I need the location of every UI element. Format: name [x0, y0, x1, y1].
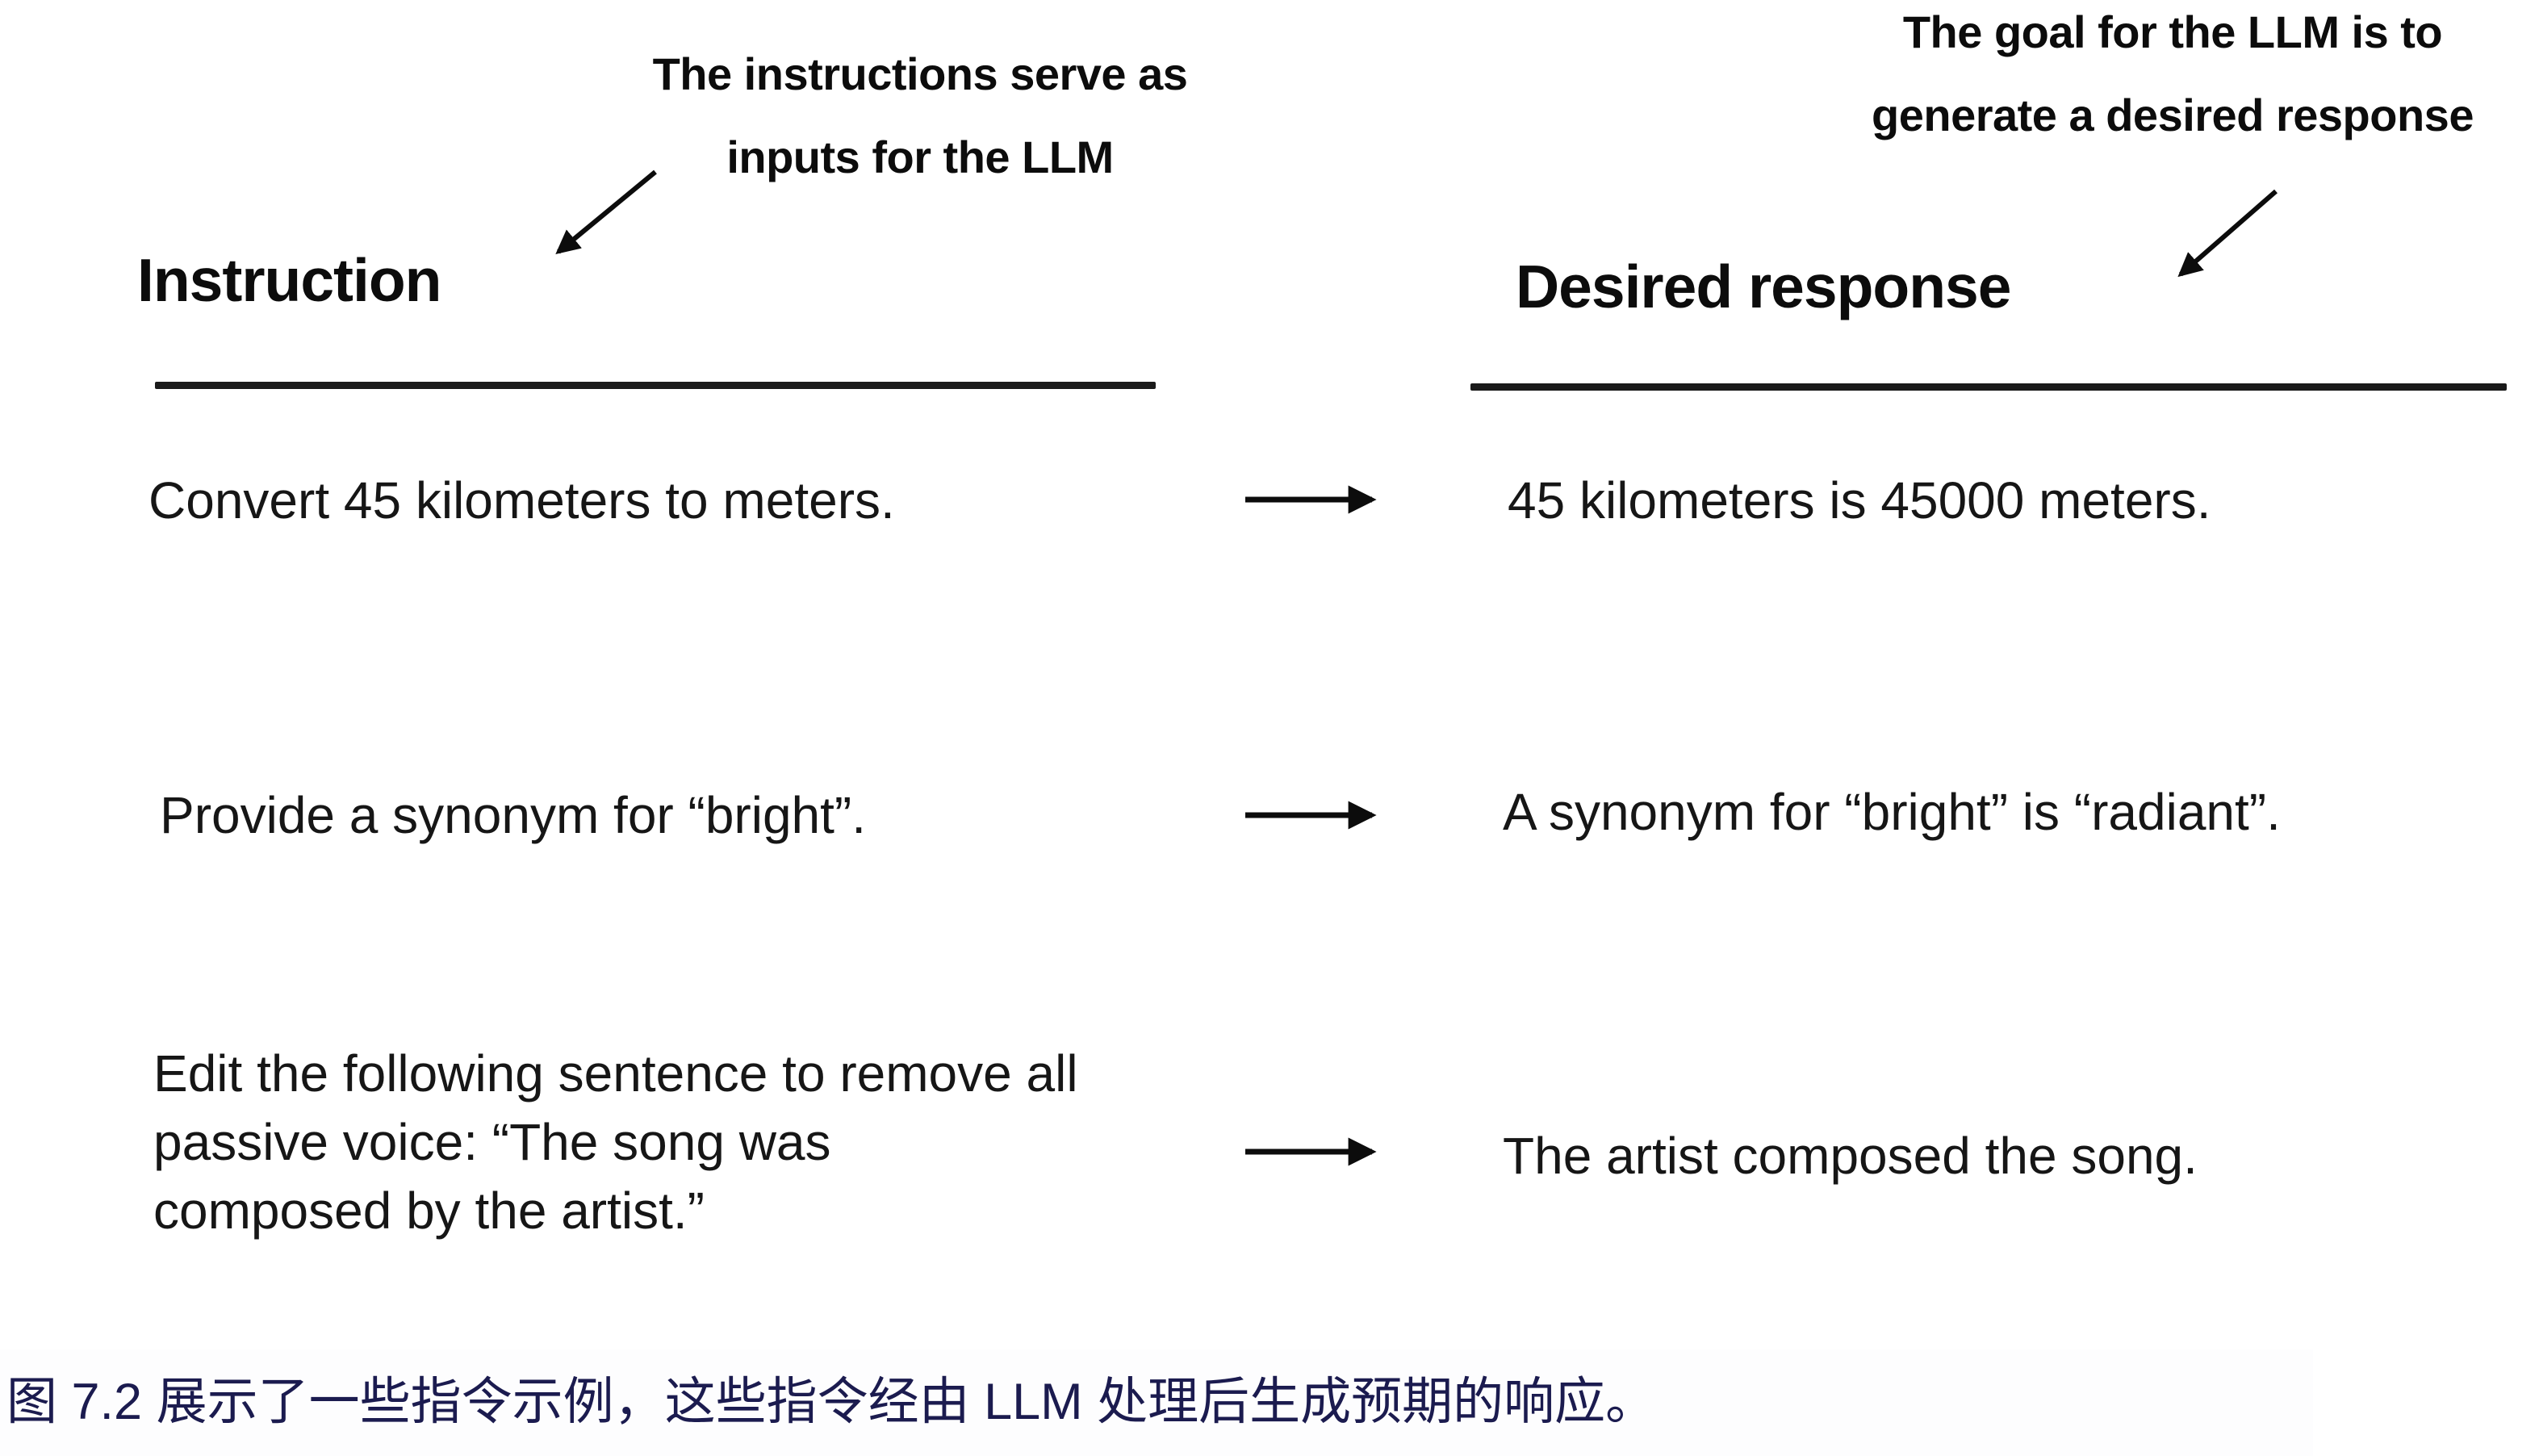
response-row-2: A synonym for “bright” is “radiant”.: [1503, 783, 2281, 841]
right-annotation-line2: generate a desired response: [1872, 90, 2474, 140]
left-annotation-arrow-icon: [555, 169, 657, 255]
left-annotation: The instructions serve as inputs for the…: [593, 32, 1247, 199]
desired-response-header-rule: [1470, 383, 2507, 391]
instruction-row-2: Provide a synonym for “bright”.: [160, 786, 866, 844]
left-annotation-line2: inputs for the LLM: [726, 132, 1114, 182]
instruction-row-1: Convert 45 kilometers to meters.: [148, 471, 895, 529]
instruction-column-header: Instruction: [137, 246, 441, 314]
right-annotation-line1: The goal for the LLM is to: [1902, 6, 2443, 57]
caption-band: [0, 1349, 2313, 1456]
instruction-header-rule: [155, 382, 1156, 389]
right-annotation-arrow-icon: [2177, 189, 2278, 278]
right-annotation: The goal for the LLM is to generate a de…: [1806, 0, 2539, 157]
figure-caption: 图 7.2 展示了一些指令示例，这些指令经由 LLM 处理后生成预期的响应。: [6, 1374, 1657, 1430]
response-row-1: 45 kilometers is 45000 meters.: [1508, 471, 2211, 529]
left-annotation-line1: The instructions serve as: [652, 48, 1188, 99]
instruction-row-3: Edit the following sentence to remove al…: [153, 1044, 1078, 1240]
response-row-3: The artist composed the song.: [1503, 1127, 2198, 1185]
desired-response-column-header: Desired response: [1516, 253, 2011, 320]
